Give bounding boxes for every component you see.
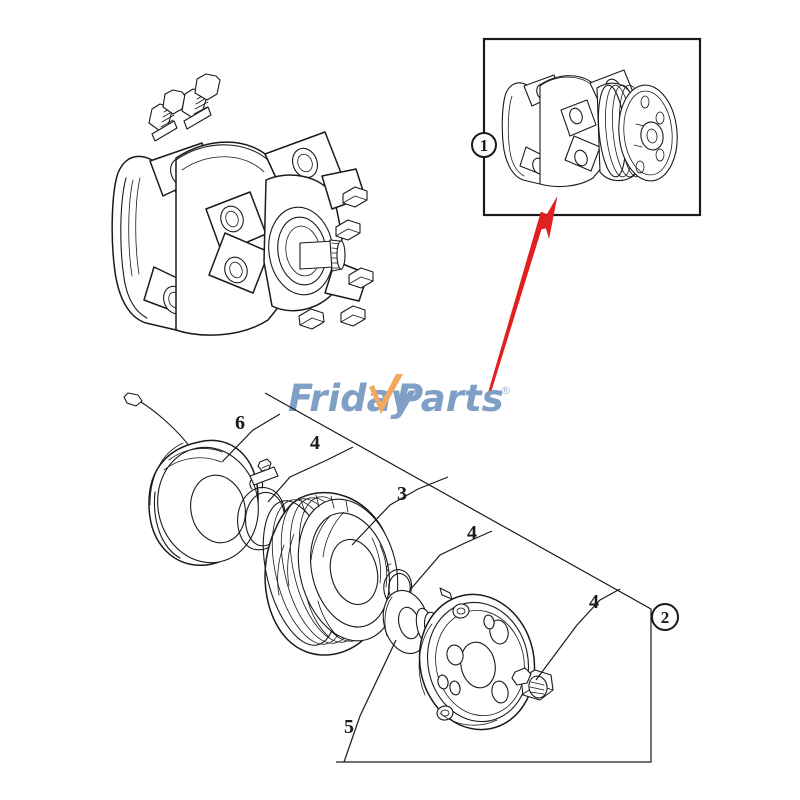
callout-6-group: 6: [221, 412, 281, 463]
callout-4b-label: 4: [467, 522, 477, 544]
callout-2-group: 2: [651, 603, 679, 631]
callout-3-group: 3: [351, 476, 449, 546]
assembly-group-bracket: [264, 392, 652, 763]
detail-inset-group: 1: [471, 37, 702, 217]
fridayparts-watermark: Friday Parts ®: [288, 374, 511, 420]
inset-compressor-illustration: [501, 69, 678, 188]
callout-6-label: 6: [235, 412, 245, 434]
watermark-checkmark-icon: [369, 374, 403, 414]
callout-4a-group: 4: [267, 432, 354, 503]
red-pointer-arrow: [486, 196, 558, 399]
watermark-registered-icon: ®: [500, 384, 511, 397]
coil-wire-terminal: [123, 392, 143, 407]
callout-2-label: 2: [661, 608, 670, 627]
inset-clutch-pulley: [596, 82, 678, 182]
compressor-output-shaft: [299, 239, 346, 272]
callout-5-label: 5: [344, 716, 354, 738]
callout-4c-label: 4: [589, 591, 599, 613]
callout-3-leader: [351, 476, 449, 546]
pulley-face-slots: [306, 511, 388, 639]
callout-1-circle: [471, 132, 497, 158]
compressor-body-illustration: [111, 73, 374, 336]
callout-6-leader: [221, 413, 281, 463]
callout-4b-leader: [409, 530, 493, 591]
pulley-barrel-slots: [277, 533, 295, 596]
callout-4a-leader: [267, 446, 354, 503]
callout-4a-label: 4: [310, 432, 320, 454]
watermark-text-parts: Parts: [396, 377, 504, 420]
callout-2-circle: [651, 603, 679, 631]
port-fittings: [148, 73, 221, 142]
callout-4c-group: 4: [535, 588, 621, 681]
callout-5-group: 5: [343, 639, 397, 763]
clutch-armature-plate: [418, 587, 554, 731]
callout-5-leader: [343, 639, 397, 763]
spacer-washer: [382, 589, 430, 655]
callout-4c-leader: [535, 588, 621, 681]
hub-hex-nut: [511, 667, 554, 701]
clutch-field-coil: [123, 392, 259, 566]
callout-3-label: 3: [397, 483, 407, 505]
callout-1-label: 1: [480, 136, 489, 155]
clutch-pulley: [262, 491, 399, 656]
callout-4b-group: 4: [409, 522, 493, 591]
dowel-pin: [439, 587, 453, 600]
